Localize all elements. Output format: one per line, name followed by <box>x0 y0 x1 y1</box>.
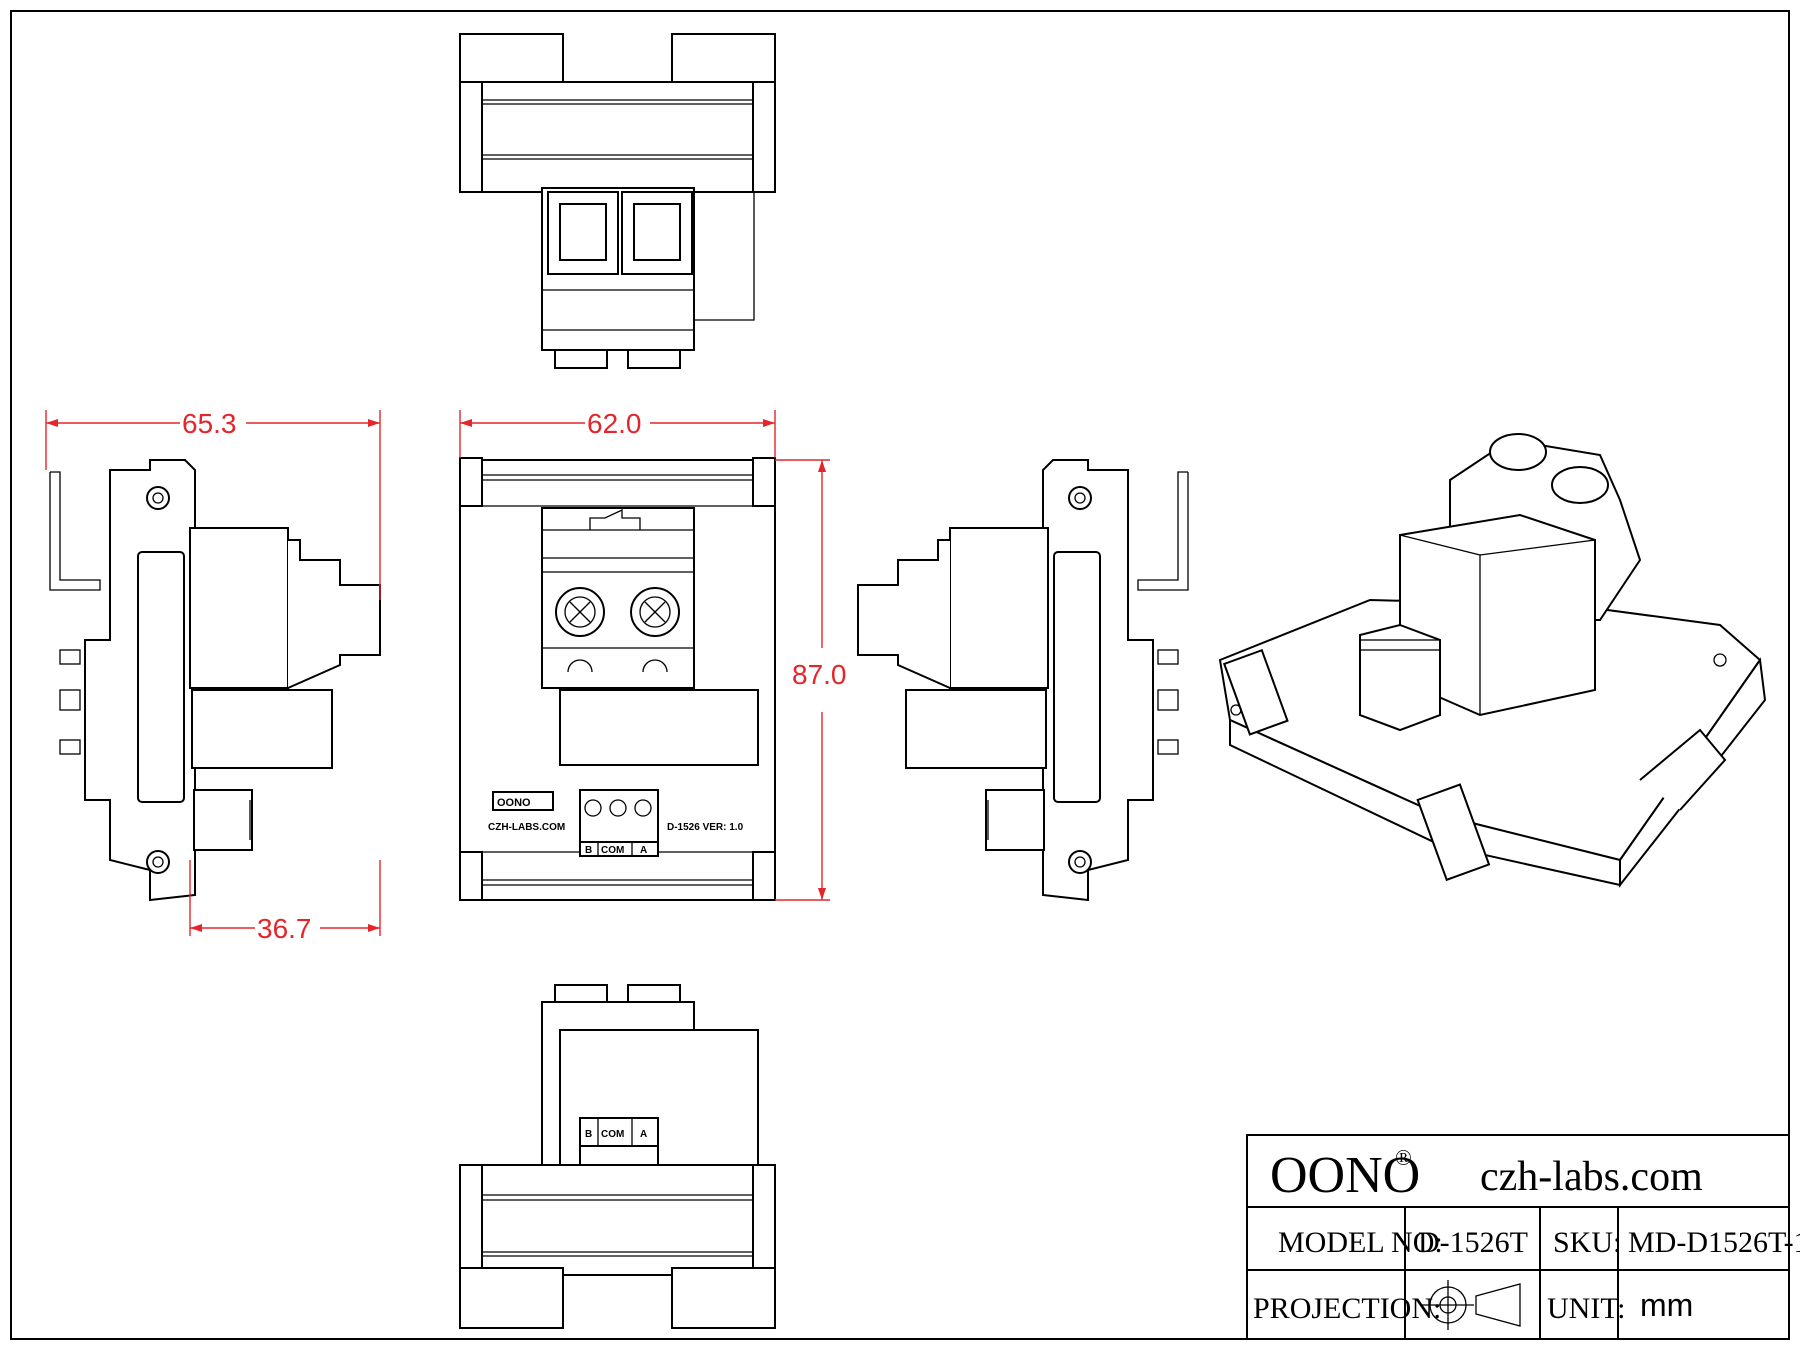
terminal-label-a: A <box>640 845 647 856</box>
dim-label-62-0: 62.0 <box>587 408 642 439</box>
projection-label: PROJECTION: <box>1253 1292 1441 1325</box>
title-block: OONO ® czh-labs.com MODEL NO: D-1526T SK… <box>1246 1134 1800 1340</box>
dim-label-87-0: 87.0 <box>792 659 847 690</box>
dimension-height: 87.0 <box>775 459 847 901</box>
sku-value: MD-D1526T-1 <box>1628 1226 1800 1259</box>
unit-label: UNIT: <box>1547 1292 1626 1325</box>
model-no-value: D-1526T <box>1418 1226 1528 1259</box>
top-view <box>459 33 776 369</box>
terminal-label-com: COM <box>601 845 624 856</box>
title-website: czh-labs.com <box>1480 1154 1703 1200</box>
dimension-depth: 36.7 <box>189 860 381 944</box>
sku-label: SKU: <box>1553 1226 1621 1259</box>
model-no-label: MODEL NO: <box>1278 1226 1443 1259</box>
registered-mark: ® <box>1395 1145 1412 1170</box>
bottom-terminal-label-b: B <box>585 1129 592 1140</box>
screw-icon <box>146 486 170 510</box>
pcb-website-label: CZH-LABS.COM <box>488 822 565 833</box>
bottom-view: B COM A <box>459 984 776 1329</box>
screw-icon <box>1068 850 1092 874</box>
dimension-width-front: 62.0 <box>459 408 776 458</box>
unit-value: mm <box>1640 1287 1693 1323</box>
pcb-brand-label: OONO <box>497 797 531 809</box>
left-side-view <box>49 459 381 902</box>
dim-label-65-3: 65.3 <box>182 408 237 439</box>
terminal-label-b: B <box>585 845 592 856</box>
dimension-width-overall: 65.3 <box>45 408 381 600</box>
front-view: OONO CZH-LABS.COM D-1526 VER: 1.0 B COM … <box>459 457 776 901</box>
projection-symbol-icon <box>1422 1280 1521 1330</box>
dim-label-36-7: 36.7 <box>257 913 312 944</box>
screw-icon <box>146 850 170 874</box>
pcb-model-label: D-1526 VER: 1.0 <box>667 822 744 833</box>
bottom-terminal-label-com: COM <box>601 1129 624 1140</box>
bottom-terminal-label-a: A <box>640 1129 647 1140</box>
isometric-view <box>1218 433 1767 888</box>
right-side-view <box>857 459 1189 902</box>
title-brand: OONO <box>1270 1147 1420 1204</box>
drawing-border <box>10 10 1790 1340</box>
screw-icon <box>1068 486 1092 510</box>
